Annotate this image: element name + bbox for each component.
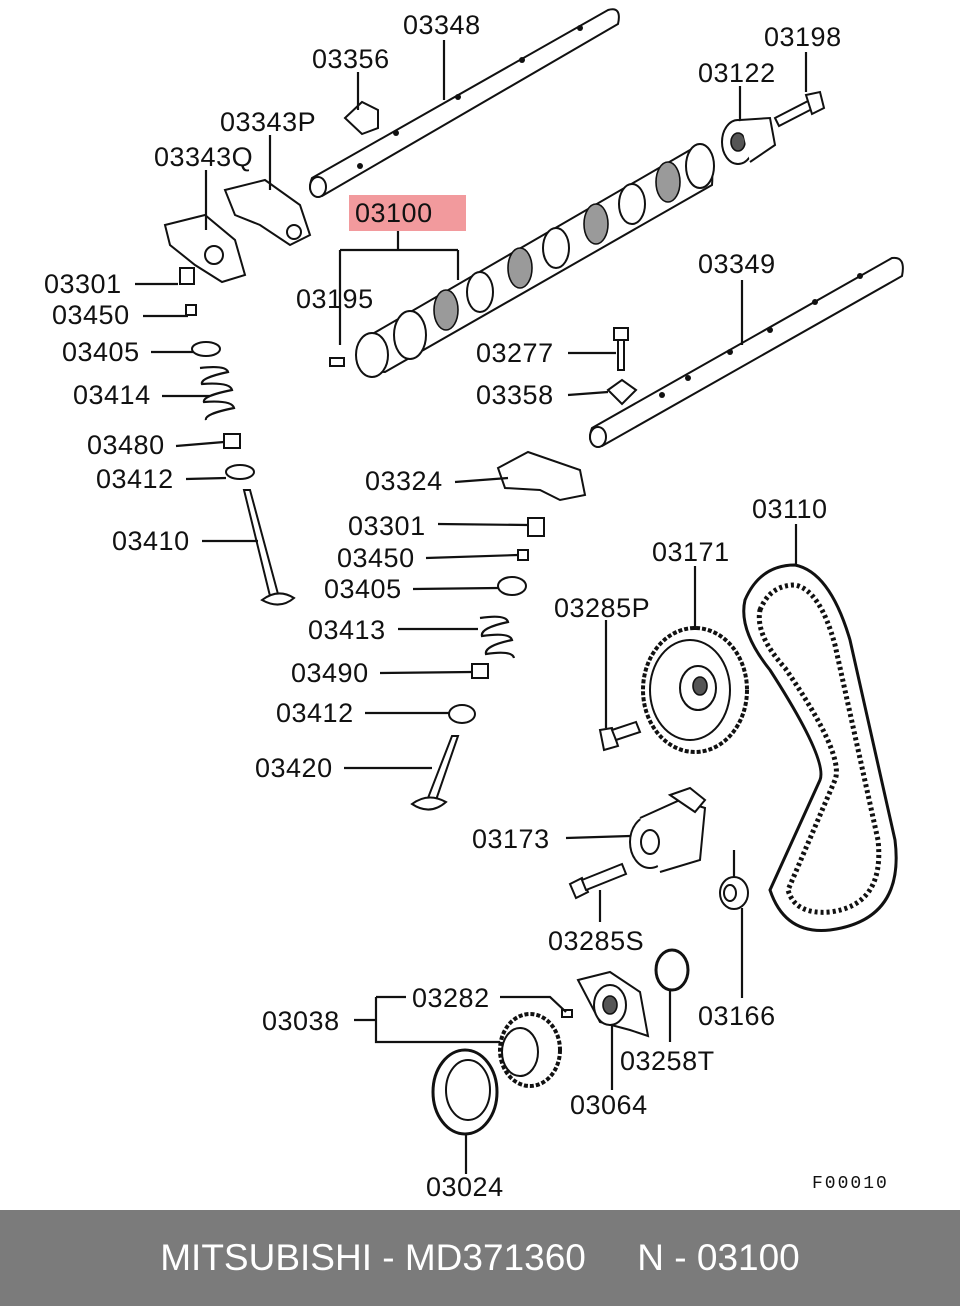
part-label-03166: 03166 bbox=[698, 1001, 776, 1031]
part-label-03171: 03171 bbox=[652, 537, 730, 567]
part-label-03195: 03195 bbox=[296, 284, 374, 314]
part-number-footer: MITSUBISHI - MD371360 N - 03100 bbox=[0, 1210, 960, 1306]
part-label-03277: 03277 bbox=[476, 338, 554, 368]
camshaft-drawing bbox=[355, 143, 715, 378]
exploded-parts-diagram: 03348 03356 03198 03122 03343P 03343Q 03… bbox=[44, 8, 904, 1202]
part-label-03198: 03198 bbox=[764, 22, 842, 52]
part-label-03420: 03420 bbox=[255, 753, 333, 783]
part-label-03110: 03110 bbox=[752, 494, 828, 524]
part-label-03173: 03173 bbox=[472, 824, 550, 854]
crankshaft-pulley-drawing bbox=[431, 1048, 499, 1136]
rocker-shaft-lower-drawing bbox=[589, 256, 904, 448]
bolt-upper-drawing bbox=[773, 90, 826, 128]
clip-drawing bbox=[343, 100, 379, 136]
footer-text: MITSUBISHI - MD371360 N - 03100 bbox=[160, 1237, 800, 1278]
part-label-03038: 03038 bbox=[262, 1006, 340, 1036]
left-valve-train-drawing bbox=[179, 267, 296, 606]
highlighted-part-label: 03100 bbox=[355, 198, 433, 228]
part-label-03064: 03064 bbox=[570, 1090, 648, 1120]
part-label-03343p: 03343P bbox=[220, 107, 317, 137]
part-label-03450-lower: 03450 bbox=[337, 543, 415, 573]
leader-lines bbox=[135, 40, 808, 1174]
dowel-pin-drawing bbox=[329, 357, 345, 367]
part-label-03348: 03348 bbox=[403, 10, 481, 40]
bolt-03285p-drawing bbox=[598, 720, 642, 752]
flange-drawing bbox=[576, 970, 650, 1038]
part-label-03405-lower: 03405 bbox=[324, 574, 402, 604]
part-label-03405-upper: 03405 bbox=[62, 337, 140, 367]
part-label-03480: 03480 bbox=[87, 430, 165, 460]
crankshaft-sprocket-drawing bbox=[498, 1009, 573, 1088]
spacer-drawing bbox=[654, 948, 690, 992]
part-label-03410: 03410 bbox=[112, 526, 190, 556]
rocker-shaft-upper-drawing bbox=[309, 8, 620, 198]
rocker-arm-p-drawing bbox=[223, 178, 312, 247]
parts-drawing bbox=[135, 8, 904, 1174]
highlighted-part-03100[interactable]: 03100 bbox=[349, 195, 466, 231]
clip-03358-drawing bbox=[606, 378, 638, 406]
bolt-03277-drawing bbox=[613, 327, 629, 371]
part-label-03285s: 03285S bbox=[548, 926, 645, 956]
figure-code: F00010 bbox=[812, 1174, 889, 1194]
part-label-03413: 03413 bbox=[308, 615, 386, 645]
part-label-03301-upper: 03301 bbox=[44, 269, 122, 299]
right-valve-train-drawing bbox=[410, 450, 587, 811]
part-label-03285p: 03285P bbox=[554, 593, 651, 623]
part-label-03412-lower: 03412 bbox=[276, 698, 354, 728]
tensioner-spring-drawing bbox=[719, 876, 749, 910]
part-label-03343q: 03343Q bbox=[154, 142, 254, 172]
part-label-03024: 03024 bbox=[426, 1172, 504, 1202]
part-label-03414: 03414 bbox=[73, 380, 151, 410]
bolt-03285s-drawing bbox=[568, 862, 628, 900]
part-label-03122: 03122 bbox=[698, 58, 776, 88]
part-label-03450-upper: 03450 bbox=[52, 300, 130, 330]
rocker-arm-q-drawing bbox=[163, 213, 247, 284]
timing-belt-drawing bbox=[742, 563, 898, 932]
part-label-03324: 03324 bbox=[365, 466, 443, 496]
part-label-03356: 03356 bbox=[312, 44, 390, 74]
part-label-03358: 03358 bbox=[476, 380, 554, 410]
part-label-03301-lower: 03301 bbox=[348, 511, 426, 541]
camshaft-sprocket-drawing bbox=[641, 626, 749, 754]
part-label-03412-upper: 03412 bbox=[96, 464, 174, 494]
part-label-03258t: 03258T bbox=[620, 1046, 715, 1076]
camshaft-seal-drawing bbox=[721, 116, 777, 165]
tensioner-drawing bbox=[629, 786, 707, 873]
part-label-03490: 03490 bbox=[291, 658, 369, 688]
part-label-03349: 03349 bbox=[698, 249, 776, 279]
part-label-03282: 03282 bbox=[412, 983, 490, 1013]
